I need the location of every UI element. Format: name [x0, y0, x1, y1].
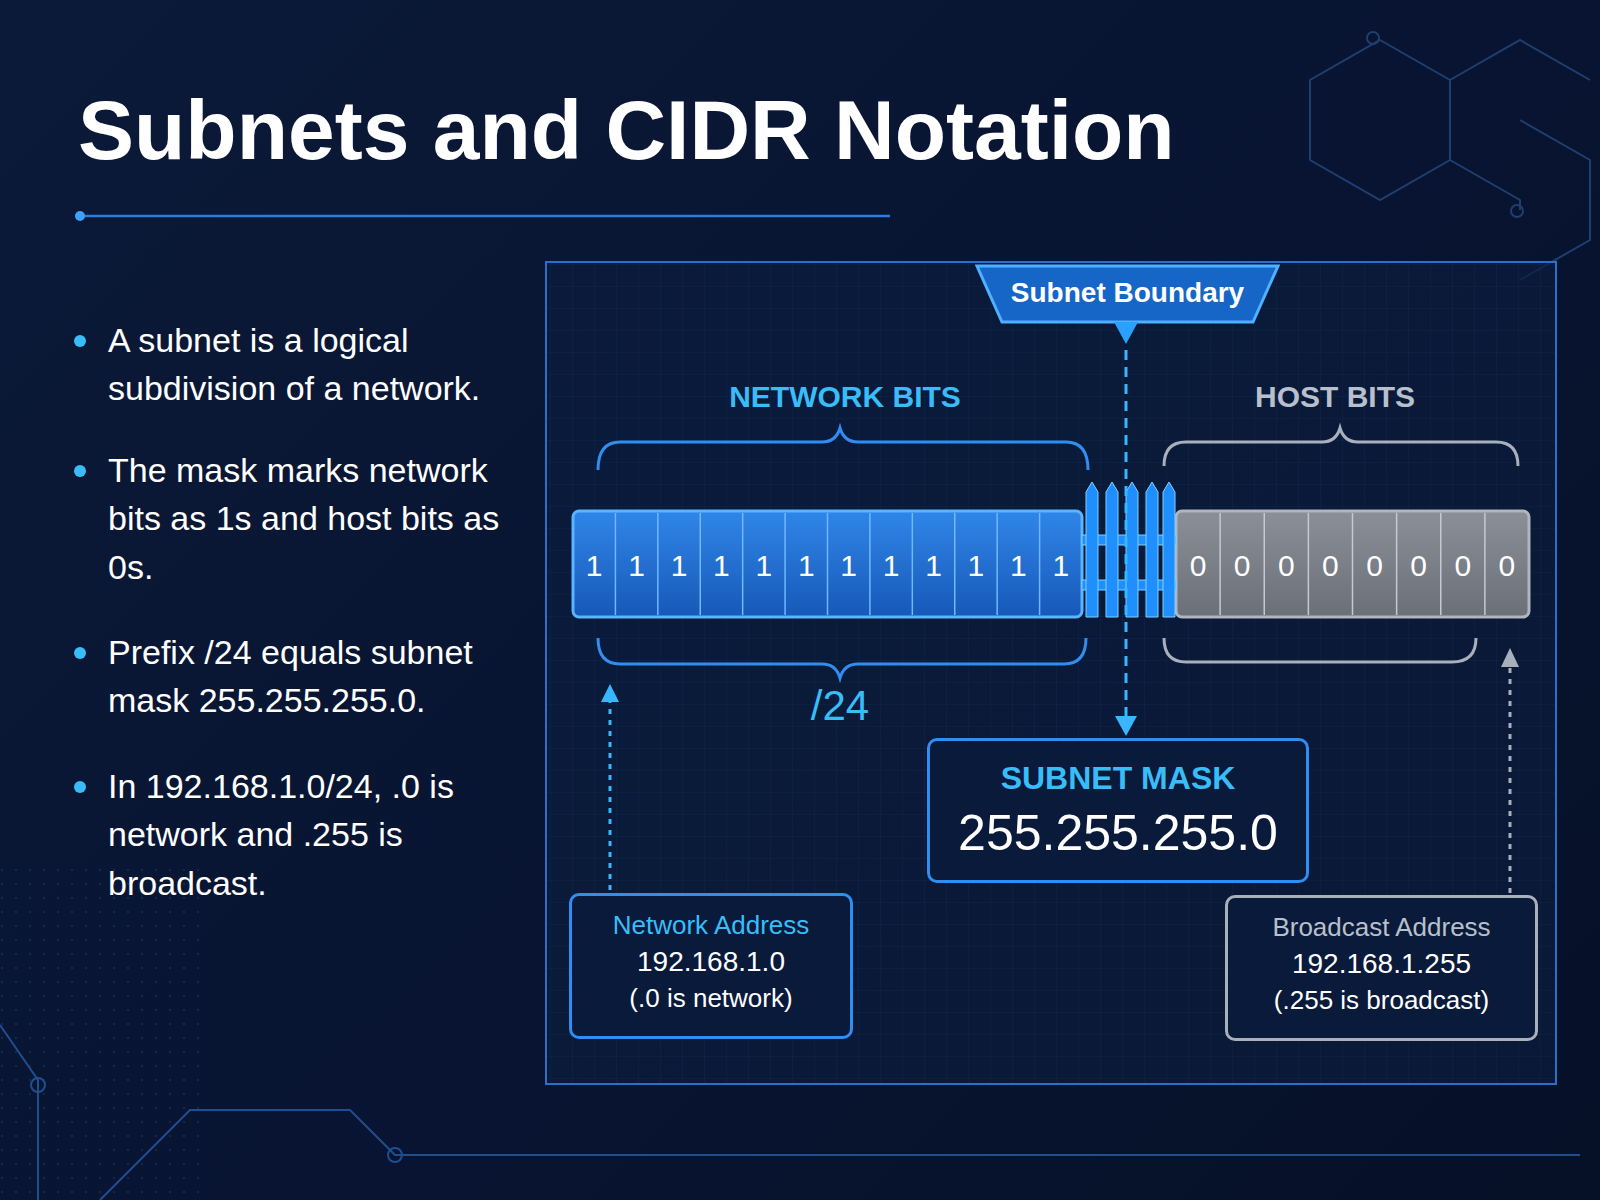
node-text: 192.168.1.255: [1238, 945, 1525, 983]
hex-decoration: [1310, 32, 1590, 280]
bit-digit: 0: [1454, 545, 1471, 588]
node-heading: SUBNET MASK: [944, 757, 1292, 800]
node-text: (.255 is broadcast): [1238, 983, 1525, 1018]
section-label: HOST BITS: [1255, 376, 1415, 419]
section-label: NETWORK BITS: [729, 376, 961, 419]
node-heading: Network Address: [582, 908, 840, 943]
bullet-text: In 192.168.1.0/24, .0 is network and .25…: [108, 762, 528, 907]
bit-digit: 1: [925, 545, 942, 588]
bit-digit: 1: [1010, 545, 1027, 588]
bit-digit: 0: [1278, 545, 1295, 588]
node-text: (.0 is network): [582, 981, 840, 1016]
boundary-connector: [1115, 350, 1137, 736]
bit-digit: 1: [713, 545, 730, 588]
bit-digit: 1: [840, 545, 857, 588]
bit-digit: 0: [1190, 545, 1207, 588]
bullet-dot: [74, 465, 86, 477]
bit-digit: 0: [1322, 545, 1339, 588]
prefix-label: /24: [811, 676, 869, 736]
boundary-banner: Subnet Boundary: [975, 264, 1280, 348]
bit-digit: 0: [1410, 545, 1427, 588]
title: Subnets and CIDR Notation: [78, 82, 1175, 179]
bit-digit: 1: [883, 545, 900, 588]
bit-digit: 1: [798, 545, 815, 588]
bit-digit: 1: [671, 545, 688, 588]
bit-digit: 0: [1234, 545, 1251, 588]
broadcast-address-box: Broadcast Address192.168.1.255(.255 is b…: [1225, 895, 1538, 1041]
node-heading: Subnet Boundary: [975, 274, 1280, 312]
bullet-text: The mask marks network bits as 1s and ho…: [108, 446, 528, 591]
bullet-dot: [74, 335, 86, 347]
bullet-text: Prefix /24 equals subnet mask 255.255.25…: [108, 628, 528, 725]
bullet-dot: [74, 647, 86, 659]
bit-digit: 0: [1366, 545, 1383, 588]
bullet-dot: [74, 781, 86, 793]
network-address-box: Network Address192.168.1.0(.0 is network…: [569, 893, 853, 1039]
bit-digit: 1: [1052, 545, 1069, 588]
bit-digit: 1: [586, 545, 603, 588]
bit-digit: 0: [1499, 545, 1516, 588]
node-text: 255.255.255.0: [944, 800, 1292, 868]
bit-digit: 1: [628, 545, 645, 588]
bit-digit: 1: [968, 545, 985, 588]
mask-box: SUBNET MASK255.255.255.0: [927, 738, 1309, 883]
node-text: 192.168.1.0: [582, 943, 840, 981]
bit-digit: 1: [756, 545, 773, 588]
node-heading: Broadcast Address: [1238, 910, 1525, 945]
boundary-fence: [1082, 482, 1176, 617]
bullet-text: A subnet is a logical subdivision of a n…: [108, 316, 528, 413]
